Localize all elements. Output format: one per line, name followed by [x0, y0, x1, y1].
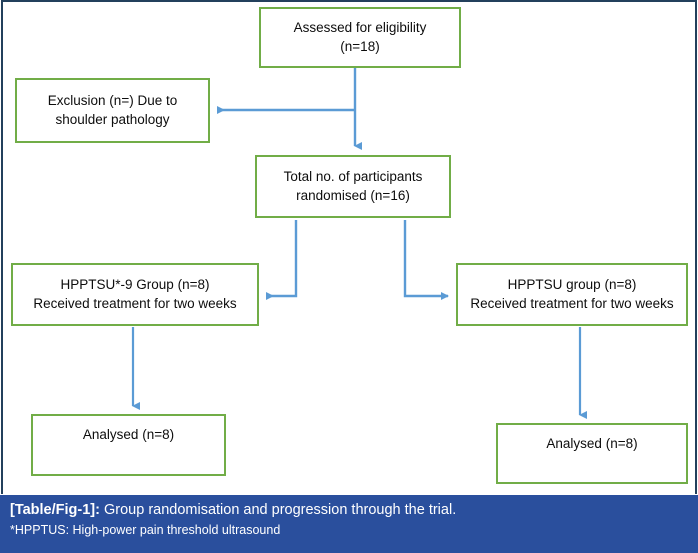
node-total-randomised: Total no. of participants randomised (n=… [255, 155, 451, 218]
flowchart-canvas: Assessed for eligibility(n=18) Exclusion… [11, 7, 688, 484]
node-group-right-label: HPPTSU group (n=8)Received treatment for… [470, 277, 674, 311]
node-analysed-right: Analysed (n=8) [496, 423, 688, 484]
connector-randomised-to-left-group [266, 220, 298, 300]
caption-footnote: *HPPTUS: High-power pain threshold ultra… [10, 522, 281, 537]
node-assessed-for-eligibility: Assessed for eligibility(n=18) [259, 7, 461, 68]
connector-lines [131, 68, 587, 419]
caption-main-line: [Table/Fig-1]: Group randomisation and p… [10, 501, 688, 521]
figure-caption-bar: [Table/Fig-1]: Group randomisation and p… [0, 495, 698, 553]
node-hpptsu-group: HPPTSU group (n=8)Received treatment for… [456, 263, 688, 326]
node-assessed-label: Assessed for eligibility(n=18) [293, 20, 427, 54]
caption-figure-text: Group randomisation and progression thro… [103, 502, 457, 518]
caption-figure-label: [Table/Fig-1]: [10, 502, 100, 518]
node-group-left-label: HPPTSU*-9 Group (n=8)Received treatment … [33, 277, 237, 311]
node-analysed-left-label: Analysed (n=8) [82, 427, 175, 442]
connector-randomised-to-right-group [403, 220, 449, 300]
node-analysed-left: Analysed (n=8) [31, 414, 226, 476]
node-exclusion-label: Exclusion (n=) Due to shoulder pathology [47, 93, 178, 127]
node-hpptsu-9-group: HPPTSU*-9 Group (n=8)Received treatment … [11, 263, 259, 326]
node-randomised-label: Total no. of participants randomised (n=… [283, 169, 423, 203]
node-analysed-right-label: Analysed (n=8) [546, 436, 638, 451]
node-exclusion: Exclusion (n=) Due to shoulder pathology [15, 78, 210, 143]
